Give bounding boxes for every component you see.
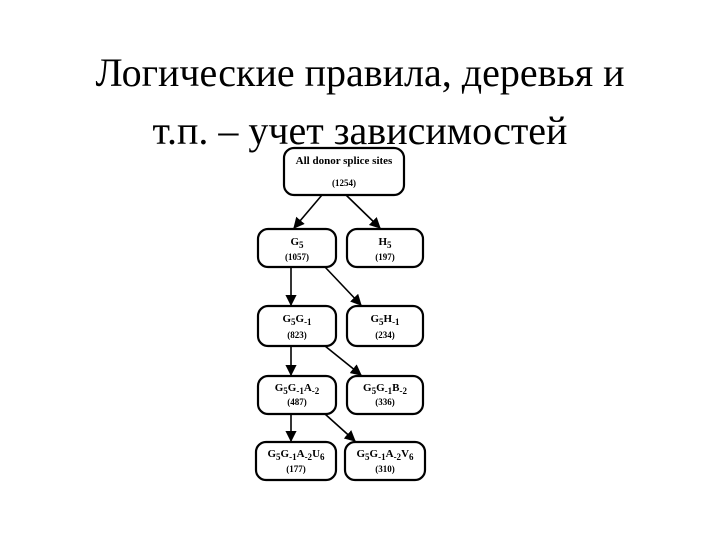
label-letter: U [312, 448, 320, 460]
label-letter: G [376, 382, 385, 394]
label-subscript: 5 [387, 240, 392, 250]
node-g5: G5 (1057) [256, 227, 338, 269]
node-root-count: (1254) [332, 178, 356, 188]
node-g5g1-count: (823) [287, 330, 307, 340]
label-letter: G [296, 313, 305, 325]
label-letter: H [378, 236, 387, 248]
slide-title: Логические правила, деревья и т.п. – уче… [0, 44, 720, 160]
node-g5g1a2v6: G5G-1A-2V6 (310) [343, 440, 427, 482]
label-letter: G [363, 382, 372, 394]
node-h5-label: H5 [378, 236, 392, 250]
title-line-2: т.п. – учет зависимостей [152, 108, 568, 153]
label-subscript: 5 [276, 452, 281, 462]
node-h5-count: (197) [375, 252, 395, 262]
label-letter: G [288, 382, 297, 394]
node-g5g1a2u6: G5G-1A-2U6 (177) [254, 440, 338, 482]
label-subscript: -2 [305, 452, 313, 462]
label-subscript: -1 [378, 452, 386, 462]
edge-g5g1a2-v6 [324, 413, 356, 442]
tree-edges [285, 194, 381, 443]
node-g5g1b2-count: (336) [375, 397, 395, 407]
label-subscript: 6 [320, 452, 325, 462]
node-g5g1b2: G5G-1B-2 (336) [345, 374, 425, 416]
label-subscript: -2 [312, 386, 320, 396]
label-subscript: -2 [399, 386, 407, 396]
node-g5g1-label: G5G-1 [282, 313, 312, 327]
node-g5h1-count: (234) [375, 330, 395, 340]
node-g5h1: G5H-1 (234) [345, 304, 425, 348]
edge-root-g5 [293, 194, 323, 229]
edge-g5-g5h1 [324, 266, 362, 306]
node-g5-label: G5 [290, 236, 304, 250]
edge-root-h5 [345, 194, 381, 229]
label-letter: V [401, 448, 409, 460]
label-subscript: -1 [385, 386, 393, 396]
node-g5-count: (1057) [285, 252, 309, 262]
label-subscript: 5 [299, 240, 304, 250]
label-subscript: -1 [392, 317, 400, 327]
label-letter: G [281, 448, 290, 460]
node-g5g1a2u6-label: G5G-1A-2U6 [267, 448, 325, 462]
title-line-1: Логические правила, деревья и [95, 50, 625, 95]
label-letter: A [297, 448, 305, 460]
label-letter: G [370, 313, 379, 325]
node-g5g1: G5G-1 (823) [256, 304, 338, 348]
node-h5: H5 (197) [345, 227, 425, 269]
node-g5g1a2: G5G-1A-2 (487) [256, 374, 338, 416]
label-subscript: -1 [296, 386, 304, 396]
node-g5g1a2-count: (487) [287, 397, 307, 407]
edge-g5g1-g5g1b2 [324, 345, 362, 376]
label-letter: A [386, 448, 394, 460]
node-root: All donor splice sites (1254) [282, 146, 406, 197]
label-subscript: 5 [283, 386, 288, 396]
label-letter: G [370, 448, 379, 460]
label-letter: H [384, 313, 393, 325]
label-letter: G [282, 313, 291, 325]
node-g5g1a2v6-count: (310) [375, 464, 395, 474]
label-subscript: 6 [409, 452, 414, 462]
label-subscript: 5 [291, 317, 296, 327]
label-letter: B [392, 382, 400, 394]
node-root-label: All donor splice sites [296, 155, 393, 167]
label-letter: G [290, 236, 299, 248]
label-letter: G [356, 448, 365, 460]
label-subscript: 5 [372, 386, 377, 396]
label-subscript: -2 [394, 452, 402, 462]
node-g5g1a2v6-label: G5G-1A-2V6 [356, 448, 414, 462]
node-g5g1a2-label: G5G-1A-2 [275, 382, 320, 396]
node-g5h1-label: G5H-1 [370, 313, 400, 327]
node-g5g1b2-label: G5G-1B-2 [363, 382, 407, 396]
label-subscript: 5 [379, 317, 384, 327]
node-g5g1a2u6-count: (177) [286, 464, 306, 474]
label-subscript: -1 [304, 317, 312, 327]
label-letter: A [304, 382, 312, 394]
label-subscript: 5 [365, 452, 370, 462]
label-letter: G [275, 382, 284, 394]
label-letter: G [267, 448, 276, 460]
label-subscript: -1 [289, 452, 297, 462]
